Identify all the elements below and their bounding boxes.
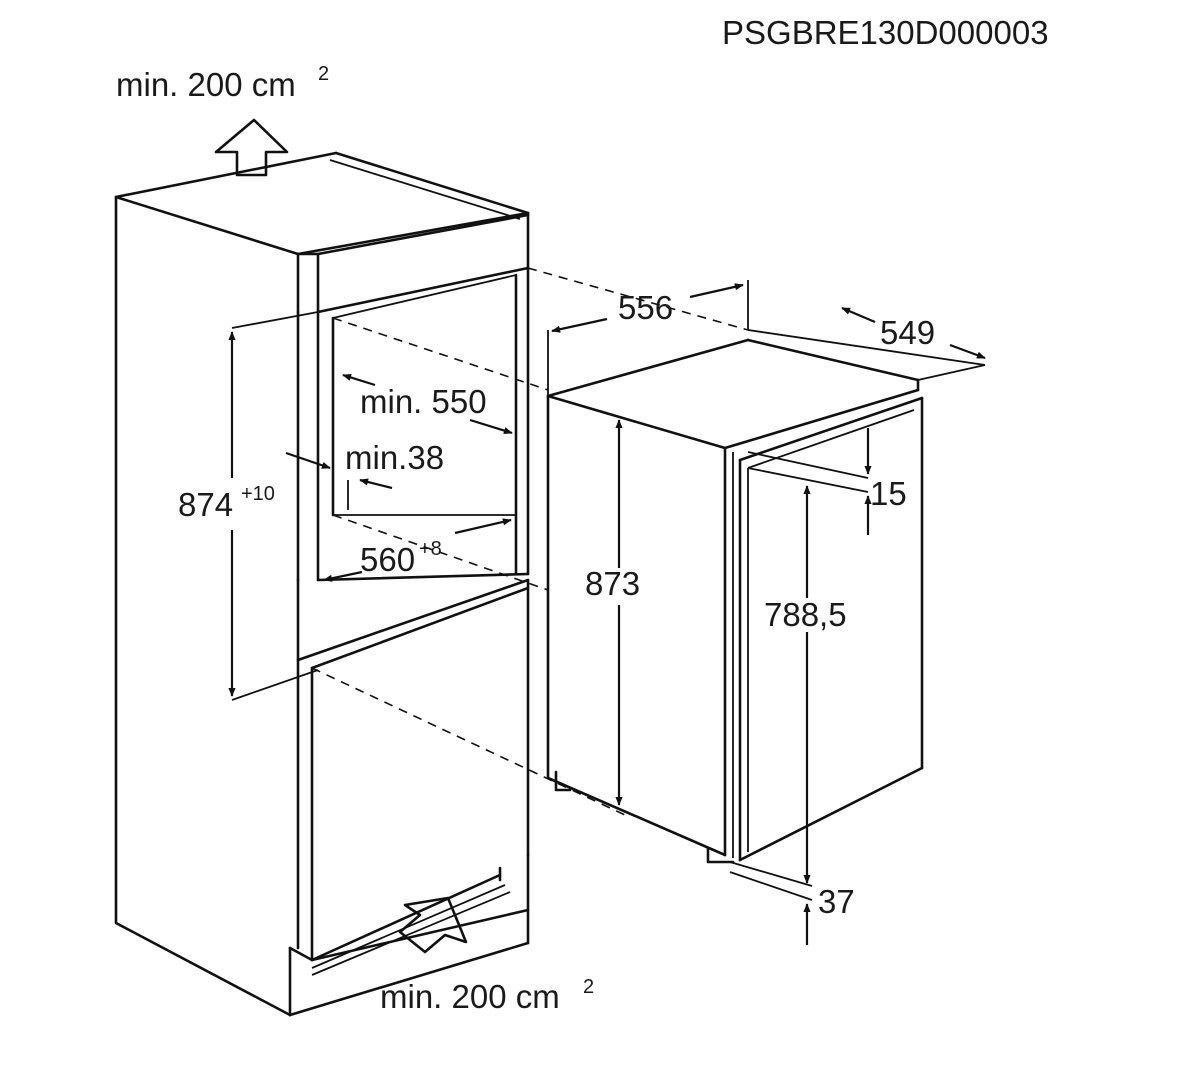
cabinet xyxy=(114,151,530,1017)
niche-depth-dim xyxy=(342,373,513,435)
bottom-offset-dim xyxy=(729,861,813,945)
drawing-code: PSGBRE130D000003 xyxy=(722,14,1049,51)
niche-depth-label: min. 550 xyxy=(360,383,487,420)
appliance-width-label: 556 xyxy=(618,289,673,326)
vent-top-label: min. 200 cm xyxy=(116,66,296,103)
vent-bottom-sup: 2 xyxy=(583,976,594,998)
niche-height-tol: +10 xyxy=(241,483,275,505)
appliance-depth-dim xyxy=(747,306,986,381)
niche-height-dim xyxy=(228,311,319,701)
appliance xyxy=(546,338,924,864)
bottom-offset-label: 37 xyxy=(818,883,855,920)
vent-top-sup: 2 xyxy=(318,63,329,85)
niche-width-label: 560 xyxy=(360,541,415,578)
niche-side-label: min.38 xyxy=(345,439,444,476)
vent-bottom-label: min. 200 cm xyxy=(380,978,560,1015)
arrow-up-icon xyxy=(214,118,289,177)
niche-width-tol: +8 xyxy=(419,538,442,560)
niche-width-dim xyxy=(323,518,512,582)
appliance-width-dim xyxy=(551,283,744,333)
projection-lines xyxy=(311,267,749,816)
niche-side-dim xyxy=(285,451,393,490)
top-offset-label: 15 xyxy=(870,475,907,512)
appliance-depth-label: 549 xyxy=(880,314,935,351)
niche-height-label: 874 xyxy=(178,486,233,523)
top-offset-dim xyxy=(747,428,872,535)
arrow-in-icon xyxy=(398,896,468,954)
appliance-height-label: 873 xyxy=(585,565,640,602)
door-height-label: 788,5 xyxy=(764,596,847,633)
